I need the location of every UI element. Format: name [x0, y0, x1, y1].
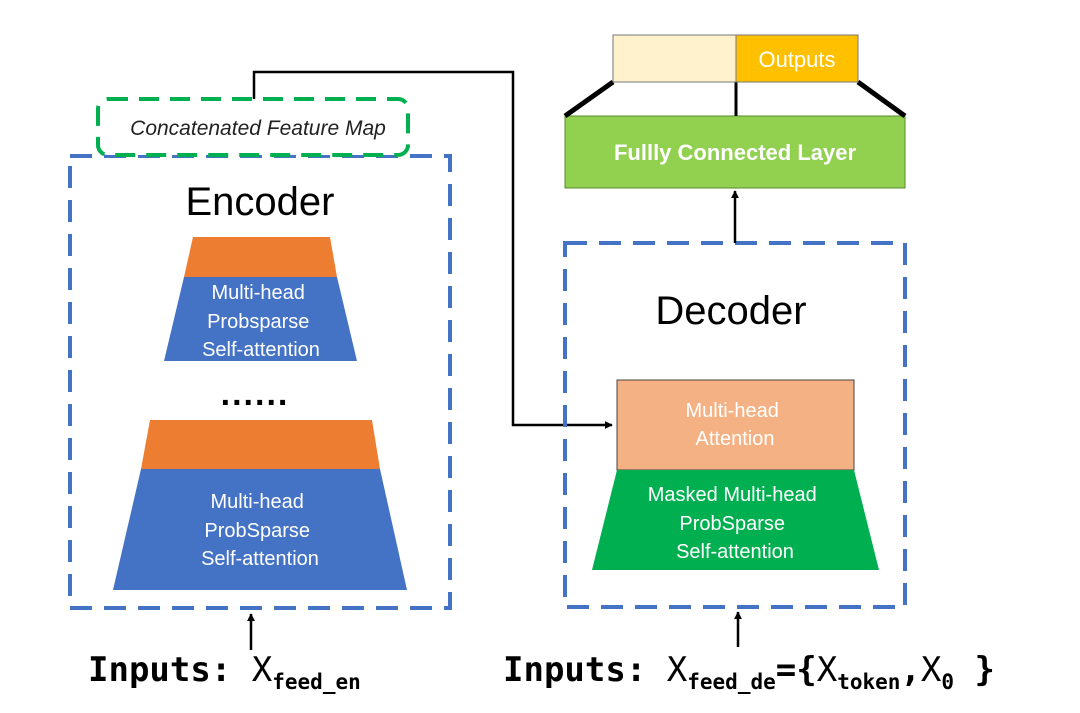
encoder-small-attention-block	[164, 277, 357, 361]
decoder-multi-head-attention-block	[616, 379, 855, 471]
encoder-large-attention-block	[113, 469, 407, 590]
concatenated-feature-map-label: Concatenated Feature Map	[130, 117, 386, 140]
encoder-large-distilling-cap	[141, 420, 380, 469]
concatenated-feature-map-box	[96, 97, 410, 157]
fc-output-connector-left	[563, 79, 615, 119]
fully-connected-layer-label: Fullly Connected Layer	[614, 140, 856, 165]
encoder-inputs-label: Inputs: Xfeed_en	[88, 650, 361, 694]
encoder-ellipsis: ......	[221, 375, 290, 413]
output-token-placeholder	[612, 34, 737, 83]
fc-output-connector-right	[856, 79, 907, 119]
decoder-multi-head-attention-label: Multi-head Attention	[686, 400, 785, 450]
outputs-label: Outputs	[758, 47, 835, 72]
encoder-title: Encoder	[186, 180, 335, 224]
decoder-title: Decoder	[655, 289, 806, 333]
encoder-container	[68, 154, 452, 610]
encoder-small-distilling-cap	[184, 237, 337, 277]
decoder-masked-attention-block	[592, 470, 879, 570]
outputs-block	[735, 34, 859, 83]
decoder-masked-attention-label: Masked Multi-head ProbSparse Self-attent…	[648, 484, 823, 563]
encoder-large-attention-label: Multi-head ProbSparse Self-attention	[201, 491, 319, 570]
encoder-to-decoder-connector	[252, 70, 613, 429]
encoder-small-attention-label: Multi-head Probsparse Self-attention	[202, 282, 320, 361]
fully-connected-layer-block	[564, 115, 906, 189]
decoder-inputs-label: Inputs: Xfeed_de={Xtoken,X0 }	[503, 650, 995, 694]
